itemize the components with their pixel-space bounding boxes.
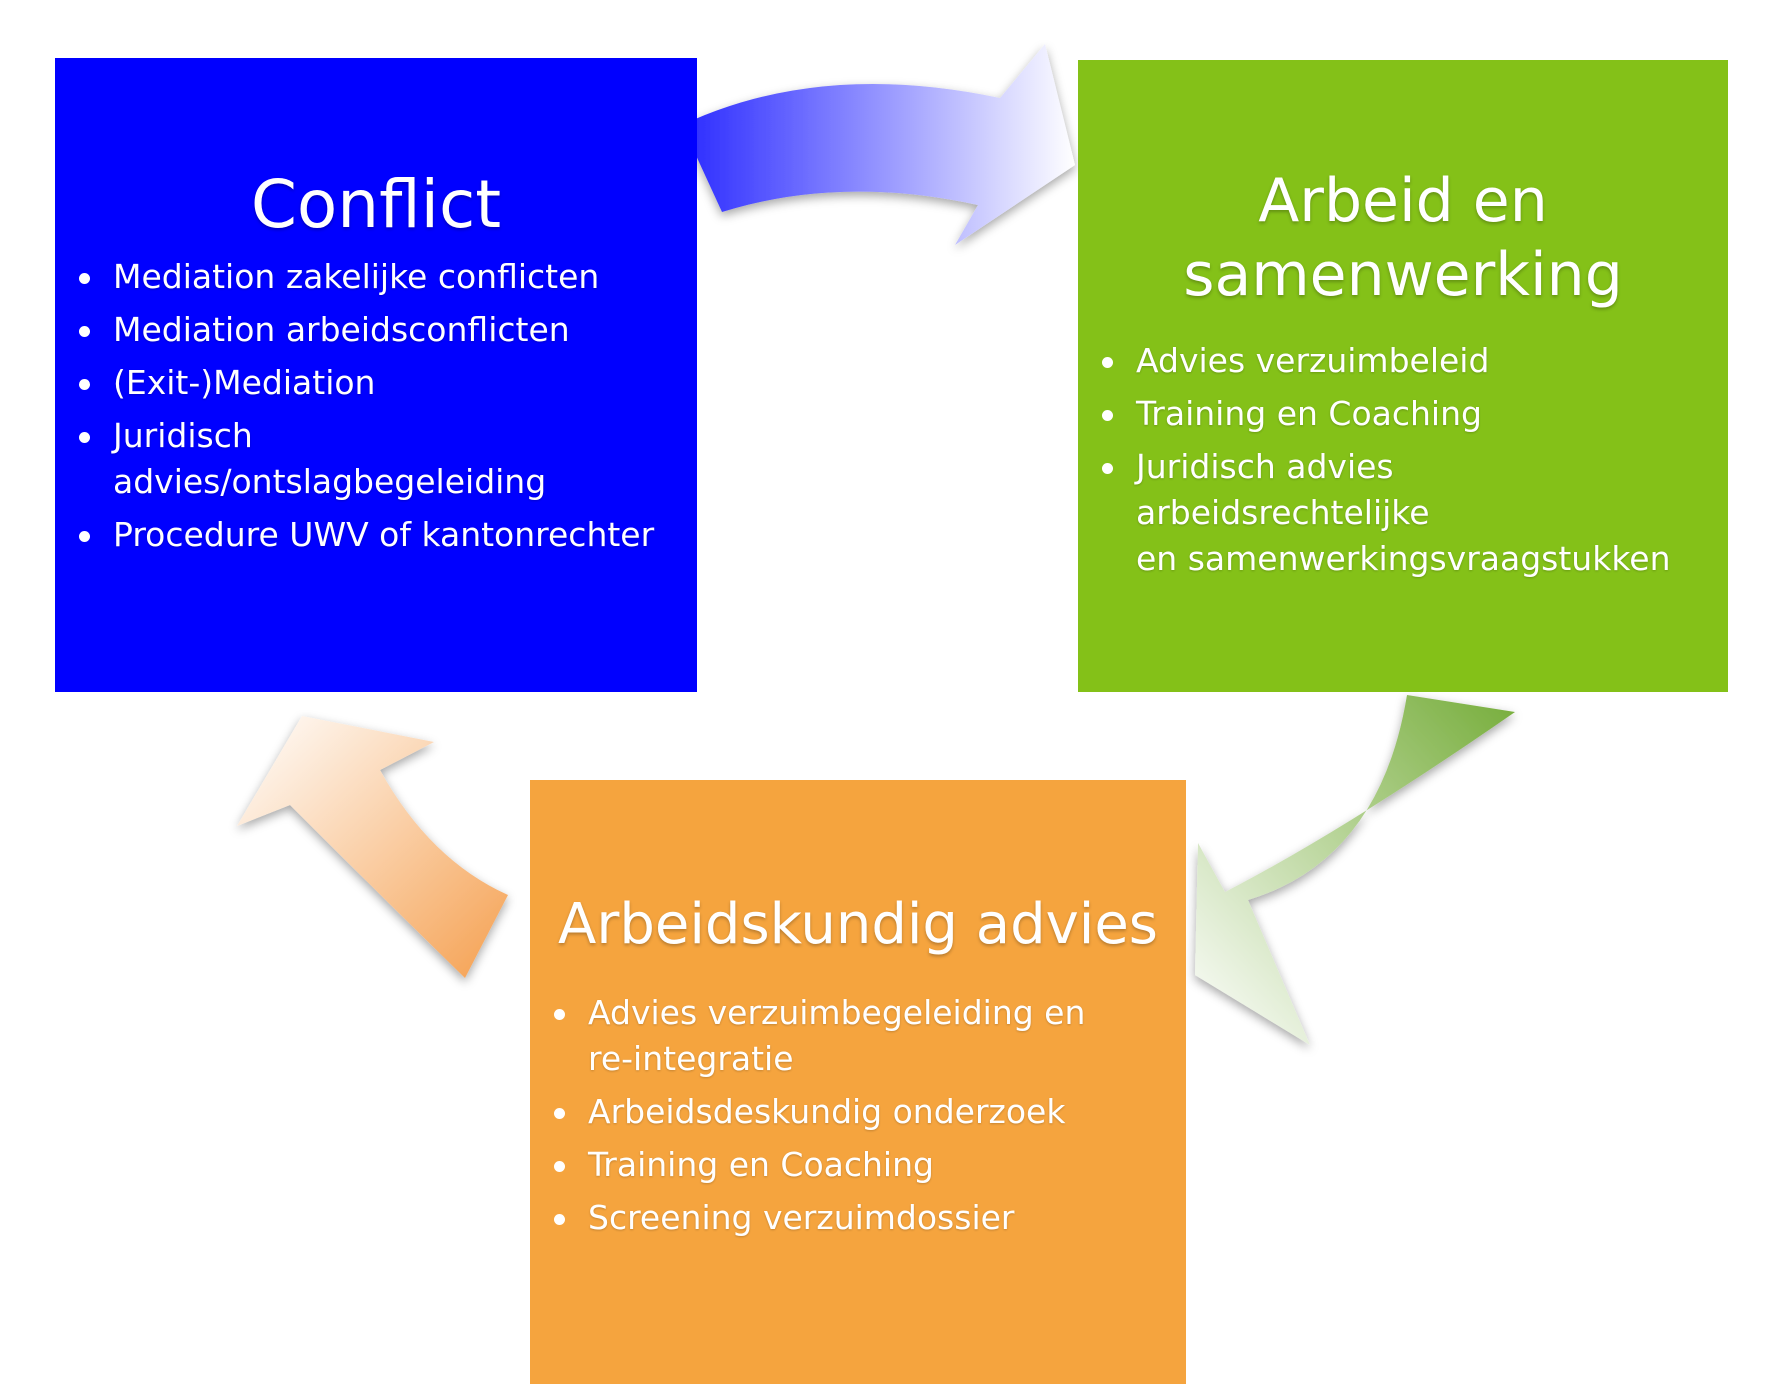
conflict-list: Mediation zakelijke conflicten Mediation… bbox=[69, 254, 709, 565]
list-item: Screening verzuimdossier bbox=[544, 1195, 1184, 1241]
arbeid-title: Arbeid en samenwerking bbox=[1183, 166, 1623, 310]
list-item: Juridisch advies/ontslagbegeleiding bbox=[69, 413, 709, 505]
advies-list: Advies verzuimbegeleiding en re-integrat… bbox=[544, 990, 1184, 1248]
list-item: Procedure UWV of kantonrechter bbox=[69, 512, 709, 558]
list-item: Training en Coaching bbox=[1092, 391, 1732, 437]
arbeid-box: Arbeid en samenwerking Advies verzuimbel… bbox=[1078, 60, 1728, 692]
arrow-advies-to-conflict bbox=[237, 716, 508, 978]
conflict-title: Conflict bbox=[250, 166, 502, 243]
list-item: Advies verzuimbeleid bbox=[1092, 338, 1732, 384]
list-item: (Exit-)Mediation bbox=[69, 360, 709, 406]
list-item: Mediation arbeidsconflicten bbox=[69, 307, 709, 353]
advies-title: Arbeidskundig advies bbox=[558, 892, 1158, 957]
arrow-conflict-to-arbeid bbox=[682, 44, 1075, 245]
list-item: Mediation zakelijke conflicten bbox=[69, 254, 709, 300]
list-item: Training en Coaching bbox=[544, 1142, 1184, 1188]
list-item: Arbeidsdeskundig onderzoek bbox=[544, 1089, 1184, 1135]
arrow-arbeid-to-advies bbox=[1195, 695, 1515, 1045]
list-item: Juridisch advies arbeidsrechtelijke en s… bbox=[1092, 444, 1732, 582]
advies-box: Arbeidskundig advies Advies verzuimbegel… bbox=[530, 780, 1186, 1384]
list-item: Advies verzuimbegeleiding en re-integrat… bbox=[544, 990, 1184, 1082]
conflict-box: Conflict Mediation zakelijke conflicten … bbox=[55, 58, 697, 692]
arbeid-list: Advies verzuimbeleid Training en Coachin… bbox=[1092, 338, 1732, 589]
